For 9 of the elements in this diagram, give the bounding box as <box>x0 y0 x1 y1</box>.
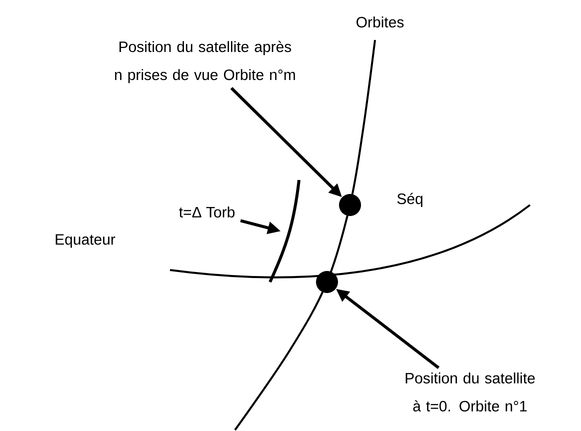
label: Séq <box>397 192 422 208</box>
satellite-dot <box>316 270 338 293</box>
orbit-arc <box>268 180 300 283</box>
callout-text: Position du satellite après n prises de vue Orbite n°m <box>115 40 295 84</box>
callout-text: t=Δ Torb <box>179 206 235 218</box>
label: Equateur <box>56 234 116 248</box>
satellite-dot <box>339 194 361 216</box>
label: Orbites <box>356 16 404 28</box>
callout-text: Position du satellite à t=0. Orbite n°1 <box>406 372 535 412</box>
